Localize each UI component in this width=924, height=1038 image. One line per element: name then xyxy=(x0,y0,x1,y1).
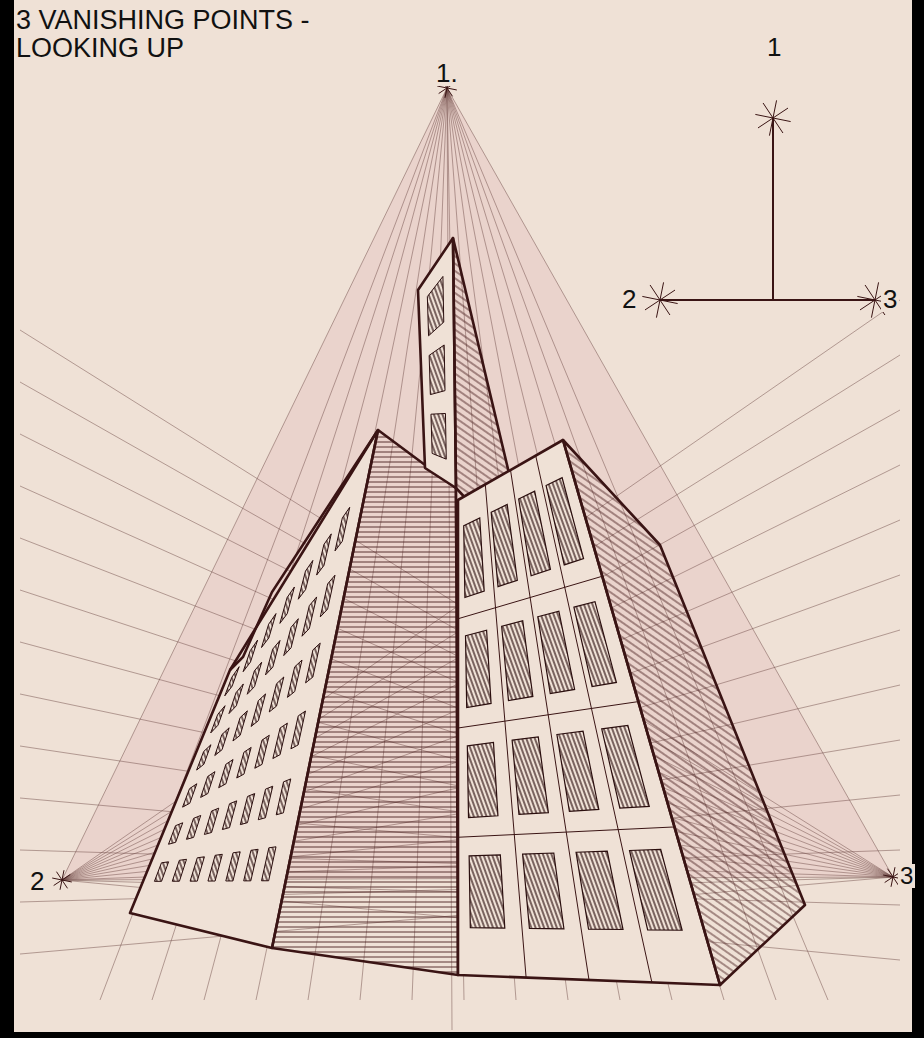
building-step xyxy=(230,430,378,670)
axis-lines xyxy=(772,118,774,300)
window xyxy=(262,614,277,648)
window xyxy=(237,747,251,778)
window xyxy=(602,726,650,809)
window xyxy=(219,760,233,788)
building-face xyxy=(272,430,458,975)
facade-grid xyxy=(536,456,652,983)
construction-line xyxy=(447,88,724,1000)
window xyxy=(557,731,599,811)
window xyxy=(298,560,313,599)
vanishing-point-star xyxy=(54,874,71,885)
window xyxy=(262,847,277,881)
building-face xyxy=(418,238,456,488)
window xyxy=(265,640,280,674)
window xyxy=(280,587,295,623)
window xyxy=(502,621,533,701)
window xyxy=(251,694,265,727)
vanishing-point-star xyxy=(645,290,675,310)
window xyxy=(222,801,236,830)
window xyxy=(197,745,211,770)
window xyxy=(546,478,583,565)
vanishing-point-number: 3 xyxy=(881,286,899,312)
vanishing-point-number: 1 xyxy=(765,34,783,60)
vanishing-point-number: 2 xyxy=(28,868,46,894)
window xyxy=(183,784,197,807)
window xyxy=(467,743,498,818)
construction-lines xyxy=(20,88,900,1030)
window xyxy=(244,849,258,881)
window xyxy=(190,857,204,881)
window xyxy=(226,852,240,881)
window xyxy=(172,859,186,881)
window xyxy=(466,630,492,707)
window xyxy=(427,276,443,335)
window xyxy=(320,575,335,617)
window xyxy=(469,855,505,928)
window xyxy=(576,851,623,929)
vanishing-point-number: 3 xyxy=(898,864,915,888)
window xyxy=(240,794,254,825)
window xyxy=(335,507,350,551)
window xyxy=(269,677,284,712)
window xyxy=(247,662,261,694)
window xyxy=(208,854,222,881)
window xyxy=(306,643,321,683)
axis-key xyxy=(52,78,903,890)
window xyxy=(243,640,257,672)
window xyxy=(258,786,272,820)
axis-lines xyxy=(660,299,875,301)
window xyxy=(291,711,306,749)
window xyxy=(284,619,299,656)
facade-grid xyxy=(485,484,526,977)
window xyxy=(464,518,484,598)
window xyxy=(229,684,243,714)
window xyxy=(204,808,218,834)
window xyxy=(211,706,225,733)
window xyxy=(154,862,168,882)
vanishing-point-star xyxy=(758,108,788,128)
window xyxy=(302,597,317,636)
vanishing-point-number: 1. xyxy=(434,60,460,86)
window xyxy=(201,772,215,798)
window xyxy=(287,660,302,697)
window xyxy=(233,711,247,741)
diagram-title: 3 VANISHING POINTS - LOOKING UP xyxy=(16,6,346,63)
building-face xyxy=(563,440,805,985)
window xyxy=(574,602,617,687)
paper xyxy=(14,0,912,1032)
building-face xyxy=(453,238,513,505)
window xyxy=(491,505,517,587)
window xyxy=(431,413,446,459)
window xyxy=(273,723,288,758)
vanishing-point-number: 2 xyxy=(620,286,638,312)
window xyxy=(512,737,548,815)
window xyxy=(429,345,445,395)
window xyxy=(168,823,182,844)
window xyxy=(215,728,229,756)
window xyxy=(317,534,332,575)
construction-line xyxy=(447,88,828,1000)
window xyxy=(276,779,291,815)
window xyxy=(186,815,200,839)
window xyxy=(255,735,269,768)
window xyxy=(523,853,564,929)
window xyxy=(519,491,551,576)
facade-grid xyxy=(511,470,590,980)
building-drawing xyxy=(130,238,805,985)
